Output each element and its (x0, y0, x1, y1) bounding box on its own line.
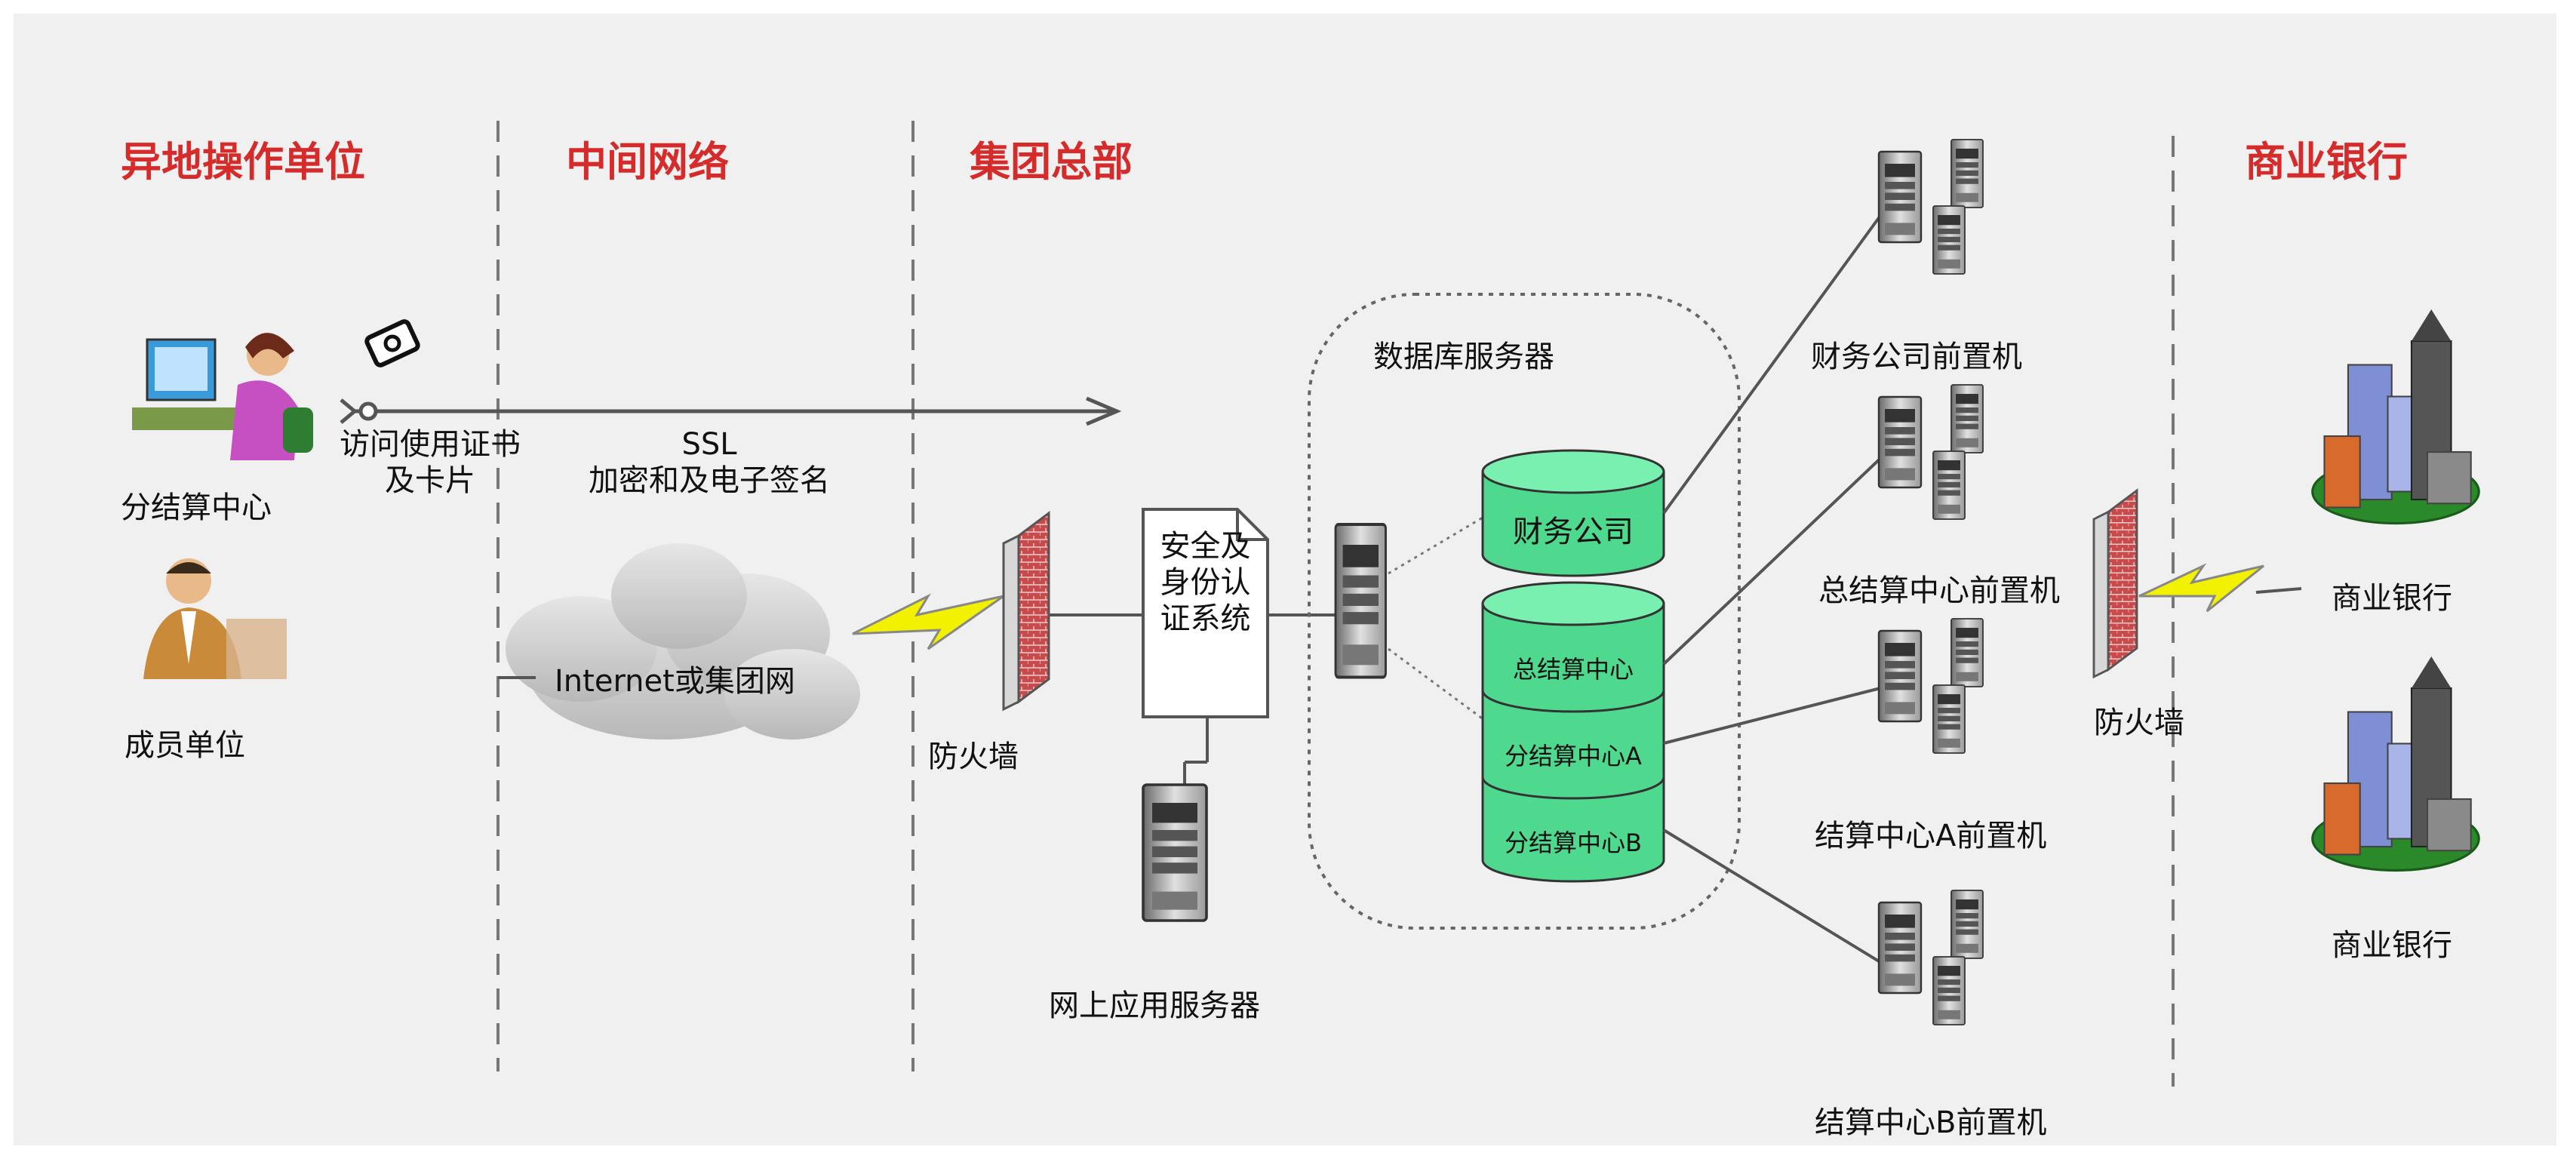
auth-system-document (1142, 508, 1269, 718)
front-machine-label-finance: 财务公司前置机 (1811, 340, 2022, 374)
cloud-label: Internet或集团网 (555, 664, 795, 699)
sub-center-label: 分结算中心 (121, 490, 272, 525)
sub-center-user-icon (132, 333, 313, 460)
lightning-left (852, 593, 1004, 650)
web-app-server-label: 网上应用服务器 (1049, 988, 1260, 1023)
db-server-group-label: 数据库服务器 (1373, 340, 1554, 374)
db-sub-center-a-label: 分结算中心A (1505, 742, 1642, 770)
member-unit-icon (143, 558, 287, 679)
front-machine-label-b: 结算中心B前置机 (1815, 1105, 2047, 1140)
firewall-right-label: 防火墙 (2094, 706, 2184, 740)
front-machine-cluster-4 (1879, 890, 1983, 1025)
section-title-group-hq: 集团总部 (970, 138, 1133, 186)
section-title-middle-network: 中间网络 (566, 138, 729, 186)
db-cylinder-finance (1481, 449, 1665, 577)
bank-label-1: 商业银行 (2332, 581, 2452, 616)
auth-system-label: 安全及 身份认 证系统 (1160, 529, 1251, 636)
front-machine-label-general: 总结算中心前置机 (1818, 573, 2060, 608)
db-finance-company-label: 财务公司 (1513, 515, 1634, 549)
db-server-icon (1336, 524, 1386, 678)
member-unit-label: 成员单位 (124, 728, 245, 763)
db-sub-center-b-label: 分结算中心B (1505, 829, 1642, 857)
db-server-group-box (1308, 293, 1741, 930)
section-title-remote-ops: 异地操作单位 (121, 138, 365, 186)
internet-cloud-icon (506, 543, 860, 739)
section-dividers (496, 121, 2175, 1087)
certificate-label: 访问使用证书 及卡片 (340, 427, 521, 498)
bank-building-icon-2 (2311, 655, 2480, 872)
ssl-label: SSL 加密和及电子签名 (589, 427, 830, 498)
ssl-connection-line (340, 396, 1122, 426)
web-app-server-icon (1142, 783, 1208, 922)
lightning-right (2138, 563, 2264, 613)
front-machine-cluster-2 (1879, 385, 1983, 519)
front-machine-label-a: 结算中心A前置机 (1815, 819, 2047, 853)
firewall-left-label: 防火墙 (928, 739, 1019, 774)
front-machine-cluster-1 (1879, 140, 1983, 274)
certificate-card-icon (364, 319, 420, 367)
db-general-center-label: 总结算中心 (1512, 655, 1634, 684)
section-title-commercial-bank: 商业银行 (2245, 138, 2408, 186)
bank-building-icon-1 (2311, 308, 2480, 525)
bank-label-2: 商业银行 (2332, 928, 2452, 963)
front-machine-cluster-3 (1879, 619, 1983, 753)
db-cylinder-stack (1481, 581, 1665, 883)
firewall-left-icon (1002, 511, 1050, 712)
firewall-right-icon (2092, 488, 2138, 679)
